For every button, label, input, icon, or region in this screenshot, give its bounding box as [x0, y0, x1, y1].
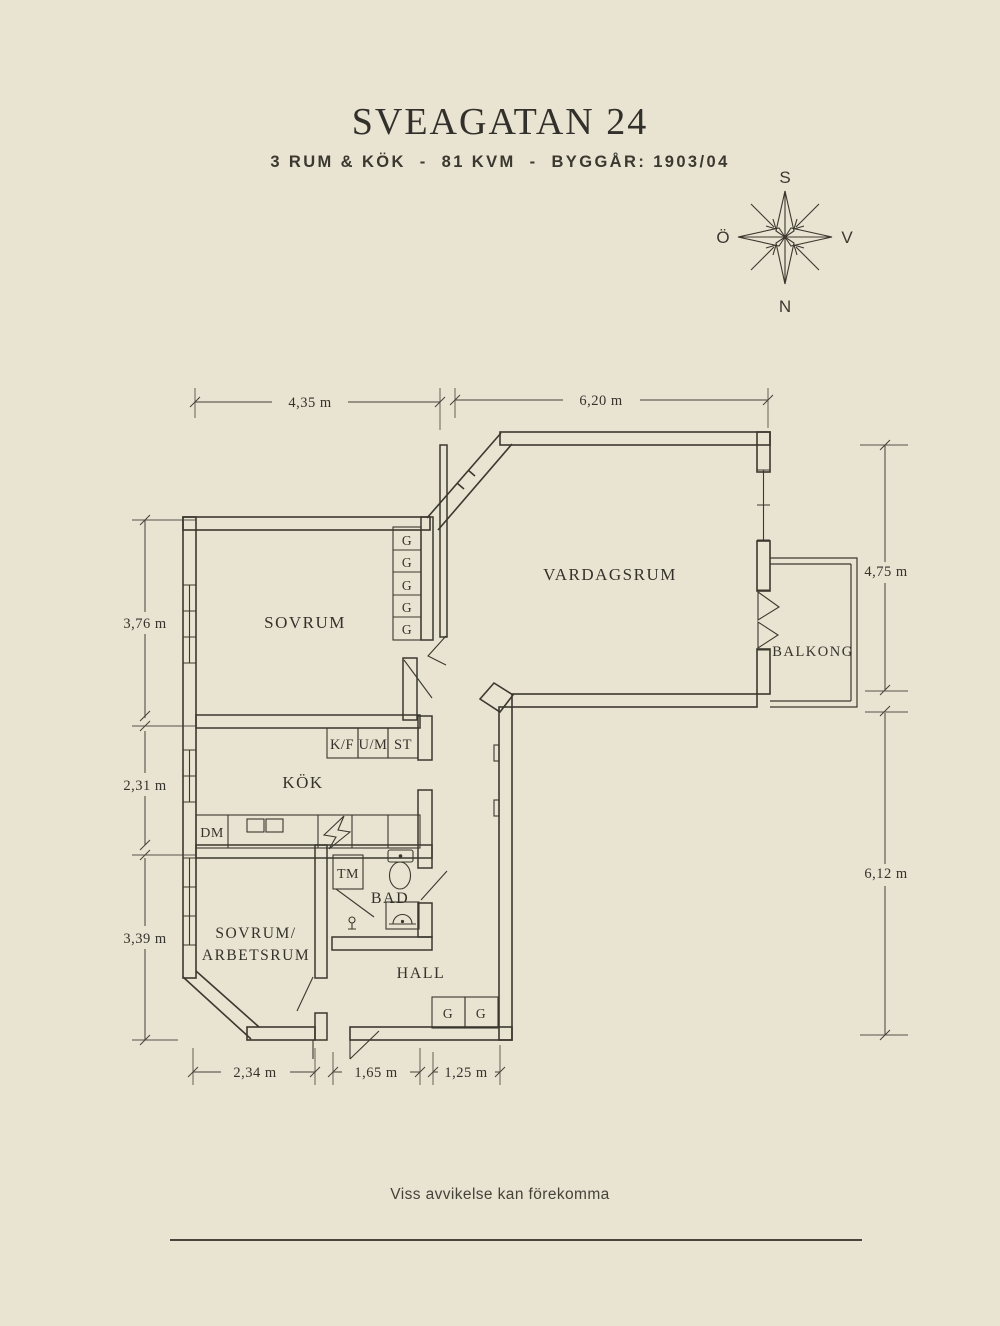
dimension-top: 4,35 m 6,20 m [189, 388, 774, 430]
dim-top-2: 6,20 m [579, 393, 623, 409]
room-label-sovrum-arbetsrum: ARBETSRUM [202, 947, 310, 964]
dim-right-1: 4,75 m [864, 564, 908, 580]
dim-left-2: 2,31 m [123, 778, 167, 794]
wardrobes-hall: G G [431, 996, 499, 1029]
page-title: SVEAGATAN 24 [351, 101, 649, 143]
room-label-sovrum: SOVRUM [264, 613, 346, 632]
sink-icon [385, 901, 420, 930]
dim-right-2: 6,12 m [864, 866, 908, 882]
dim-top-1: 4,35 m [288, 395, 332, 411]
page-subtitle: 3 RUM & KÖK - 81 KVM - BYGGÅR: 1903/04 [270, 152, 730, 171]
exterior-walls [182, 431, 771, 1041]
balcony-walls [757, 557, 858, 708]
compass-east-label: Ö [716, 228, 729, 247]
wardrobes-sovrum: G G G G G [392, 526, 422, 641]
disclaimer-text: Viss avvikelse kan förekomma [390, 1186, 610, 1203]
wardrobe-label: G [402, 533, 412, 548]
room-label-vardagsrum: VARDAGSRUM [543, 565, 677, 584]
dim-bottom-1: 2,34 m [233, 1065, 277, 1081]
compass-north-label: N [779, 297, 791, 316]
room-label-kok: KÖK [282, 773, 323, 792]
compass-rose: S N Ö V [716, 168, 853, 316]
wardrobe-label: G [402, 578, 412, 593]
windows [183, 469, 770, 946]
dimension-left: 3,76 m 2,31 m 3,39 m [123, 514, 196, 1046]
compass-west-label: V [841, 228, 853, 247]
oven-micro-label: U/M [359, 737, 388, 753]
room-label-balkong: BALKONG [772, 644, 853, 660]
cleaning-closet-label: ST [394, 737, 412, 753]
kitchen-counter: DM [195, 814, 421, 850]
room-label-hall: HALL [397, 965, 446, 982]
doors [296, 635, 448, 1060]
stove-icon [322, 815, 352, 850]
washing-machine-label: TM [337, 867, 359, 882]
dimension-right: 4,75 m 6,12 m [860, 439, 908, 1041]
wardrobe-label: G [476, 1006, 486, 1021]
wardrobe-label: G [402, 622, 412, 637]
dim-left-1: 3,76 m [123, 616, 167, 632]
kitchen-appliance-row: K/F U/M ST [326, 727, 419, 759]
compass-south-label: S [779, 168, 790, 187]
wardrobe-label: G [443, 1006, 453, 1021]
room-label-bad: BAD [371, 890, 409, 907]
toilet-icon [387, 849, 414, 890]
interior-walls [195, 444, 448, 1041]
dishwasher-label: DM [200, 826, 224, 841]
wardrobe-label: G [402, 600, 412, 615]
dim-bottom-3: 1,25 m [444, 1065, 488, 1081]
header: SVEAGATAN 24 3 RUM & KÖK - 81 KVM - BYGG… [0, 101, 1000, 172]
wardrobe-label: G [402, 555, 412, 570]
dim-bottom-2: 1,65 m [354, 1065, 398, 1081]
fridge-freezer-label: K/F [330, 737, 354, 753]
floor-drain-icon [348, 916, 356, 930]
room-labels: SOVRUM VARDAGSRUM BALKONG KÖK SOVRUM/ AR… [202, 565, 853, 982]
bathroom-fixtures: TM [332, 849, 420, 930]
room-label-sovrum-arbetsrum: SOVRUM/ [215, 925, 296, 942]
dim-left-3: 3,39 m [123, 931, 167, 947]
dimension-bottom: 2,34 m 1,65 m 1,25 m [187, 1045, 506, 1085]
